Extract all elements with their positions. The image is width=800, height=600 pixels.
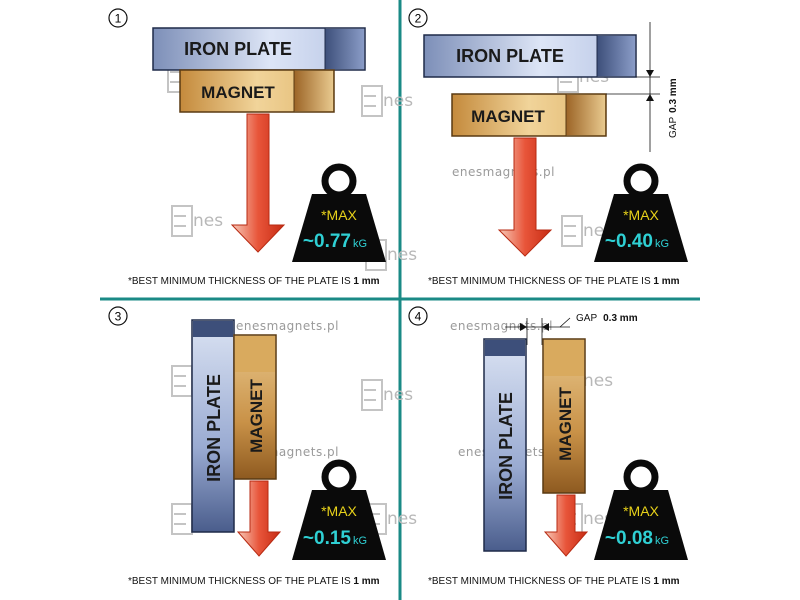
watermark-site: enesmagnets.pl: [450, 319, 553, 333]
panel-3: 3 nes nes nes nes enesmagnets.pl enesmag…: [108, 306, 417, 587]
magnet-label: MAGNET: [201, 83, 275, 102]
iron-plate-label: IRON PLATE: [456, 46, 564, 66]
pull-force-arrow: [497, 137, 553, 257]
magnet: MAGNET: [451, 93, 607, 137]
svg-text:nes: nes: [387, 245, 417, 265]
max-label: *MAX: [623, 207, 659, 223]
panel-2: 2 nes nes nes enesmagnets.pl IRON PLATE: [361, 8, 688, 287]
panel-1: 1 nes nes nes IRON PLATE: [108, 8, 417, 287]
svg-text:nes: nes: [193, 211, 223, 231]
pull-force-arrow: [236, 480, 282, 557]
iron-plate-label: IRON PLATE: [496, 392, 516, 500]
watermark-logo: nes: [361, 379, 413, 411]
panel-number: 2: [415, 12, 422, 26]
iron-plate: IRON PLATE: [191, 319, 235, 533]
magnet-label: MAGNET: [556, 387, 575, 461]
gap-label: GAP0.3 mm: [668, 78, 679, 138]
pull-force-arrow: [230, 113, 286, 253]
svg-text:nes: nes: [387, 509, 417, 529]
panel-number-badge: [108, 8, 128, 28]
gap-dimension: GAP0.3 mm: [606, 22, 679, 152]
svg-text:nes: nes: [383, 91, 413, 111]
thickness-note: *BEST MINIMUM THICKNESS OF THE PLATE IS …: [428, 576, 680, 587]
watermark-site: enesmagnets.pl: [452, 165, 555, 179]
max-label: *MAX: [321, 207, 357, 223]
max-label: *MAX: [321, 503, 357, 519]
watermark-logo: nes: [171, 205, 223, 237]
max-label: *MAX: [623, 503, 659, 519]
iron-plate-label: IRON PLATE: [204, 374, 224, 482]
iron-plate: IRON PLATE: [483, 338, 527, 552]
watermark-site: enesmagnets.pl: [236, 319, 339, 333]
panel-4: 4 nes nes enesmagnets.pl enesmagnets.pl …: [408, 306, 688, 587]
panel-number: 3: [115, 310, 122, 324]
iron-plate-label: IRON PLATE: [184, 39, 292, 59]
panel-number: 1: [115, 12, 122, 26]
thickness-note: *BEST MINIMUM THICKNESS OF THE PLATE IS …: [428, 276, 680, 287]
panel-number-badge: [408, 8, 428, 28]
iron-plate: IRON PLATE: [423, 34, 637, 78]
magnet: MAGNET: [233, 334, 277, 480]
svg-text:nes: nes: [383, 385, 413, 405]
magnet: MAGNET: [542, 338, 586, 494]
thickness-note: *BEST MINIMUM THICKNESS OF THE PLATE IS …: [128, 576, 380, 587]
watermark-logo: nes: [361, 85, 413, 117]
panel-number-badge: [408, 306, 428, 326]
magnet-label: MAGNET: [471, 107, 545, 126]
magnet: MAGNET: [179, 69, 335, 113]
panel-number: 4: [415, 310, 422, 324]
svg-text:nes: nes: [583, 371, 613, 391]
panel-number-badge: [108, 306, 128, 326]
thickness-note: *BEST MINIMUM THICKNESS OF THE PLATE IS …: [128, 276, 380, 287]
iron-plate: IRON PLATE: [152, 27, 366, 71]
pull-force-arrow: [543, 494, 589, 557]
magnet-label: MAGNET: [247, 379, 266, 453]
